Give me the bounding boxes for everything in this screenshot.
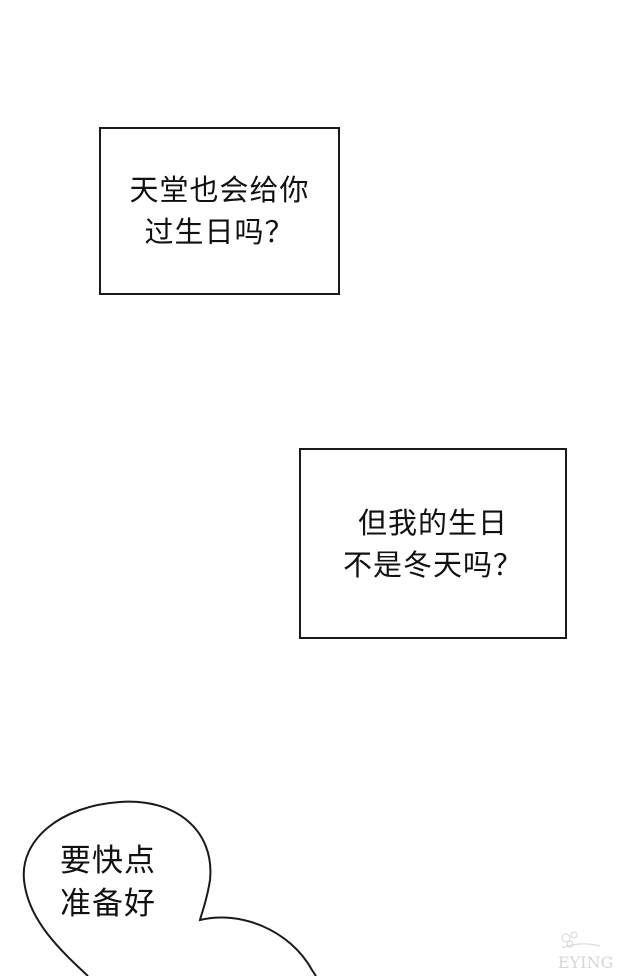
speech-bubble-text: 要快点 准备好 [60, 840, 156, 926]
caption-box-1: 天堂也会给你 过生日吗？ [99, 127, 340, 295]
caption-text-1: 天堂也会给你 过生日吗？ [129, 169, 309, 253]
flower-logo-icon: EYING [558, 931, 613, 972]
caption-2-line-1: 但我的生日 [357, 505, 508, 540]
caption-text-2: 但我的生日 不是冬天吗？ [343, 502, 523, 586]
caption-1-line-1: 天堂也会给你 [129, 173, 310, 207]
watermark-text: EYING [558, 953, 613, 972]
bubble-line-2: 准备好 [60, 886, 156, 922]
caption-1-line-2: 过生日吗？ [144, 215, 295, 249]
speech-bubble [22, 800, 317, 976]
caption-2-line-2: 不是冬天吗？ [342, 547, 523, 582]
caption-box-2: 但我的生日 不是冬天吗？ [299, 448, 567, 639]
bubble-line-1: 要快点 [60, 843, 156, 879]
